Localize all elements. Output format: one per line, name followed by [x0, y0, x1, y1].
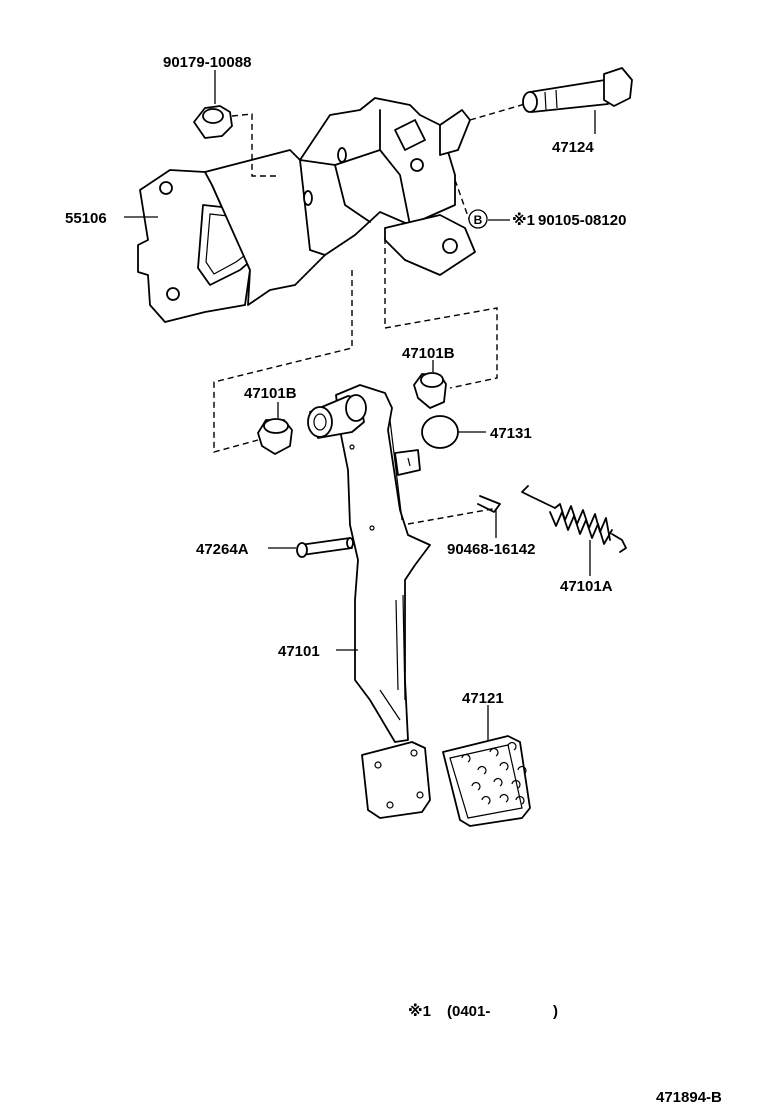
label-47101a: 47101A [560, 578, 613, 595]
footnote-range-open: (0401- [447, 1003, 490, 1020]
bolt-47124 [522, 67, 633, 134]
label-47101b-right: 47101B [402, 345, 455, 362]
b-mark-icon [468, 209, 488, 229]
return-spring-47101a [521, 485, 627, 576]
label-47101b-left: 47101B [244, 385, 297, 402]
label-47264a: 47264A [196, 541, 249, 558]
nut-90179-10088 [193, 70, 233, 139]
callout-labels: 90179-10088 55106 47124 B ※1 90105-08120… [65, 54, 626, 707]
pedal-pad-47121 [442, 705, 531, 827]
bushing-47101b-right [413, 360, 447, 409]
brake-pedal-arm-47101 [307, 384, 431, 819]
label-90105-08120: 90105-08120 [538, 212, 626, 229]
pin-47264a [268, 537, 354, 558]
label-55106: 55106 [65, 210, 107, 227]
pedal-bracket-55106 [137, 97, 476, 323]
label-47124: 47124 [552, 139, 594, 156]
footnote-range-close: ) [553, 1003, 558, 1020]
label-90179-10088: 90179-10088 [163, 54, 251, 71]
label-47131: 47131 [490, 425, 532, 442]
label-b-mark: B [474, 213, 483, 227]
footnote: ※1 (0401- ) [408, 1002, 558, 1020]
bushing-47101b-left [257, 402, 293, 455]
collar-47131 [421, 415, 486, 449]
label-90468-16142: 90468-16142 [447, 541, 535, 558]
clip-90468-16142 [477, 495, 501, 538]
label-star1-mark: ※1 [512, 211, 535, 229]
footnote-mark: ※1 [408, 1002, 431, 1020]
label-47101: 47101 [278, 643, 320, 660]
label-47121: 47121 [462, 690, 504, 707]
label-90105-08120-group: B ※1 90105-08120 [468, 209, 626, 229]
diagram-id: 471894-B [656, 1089, 722, 1106]
